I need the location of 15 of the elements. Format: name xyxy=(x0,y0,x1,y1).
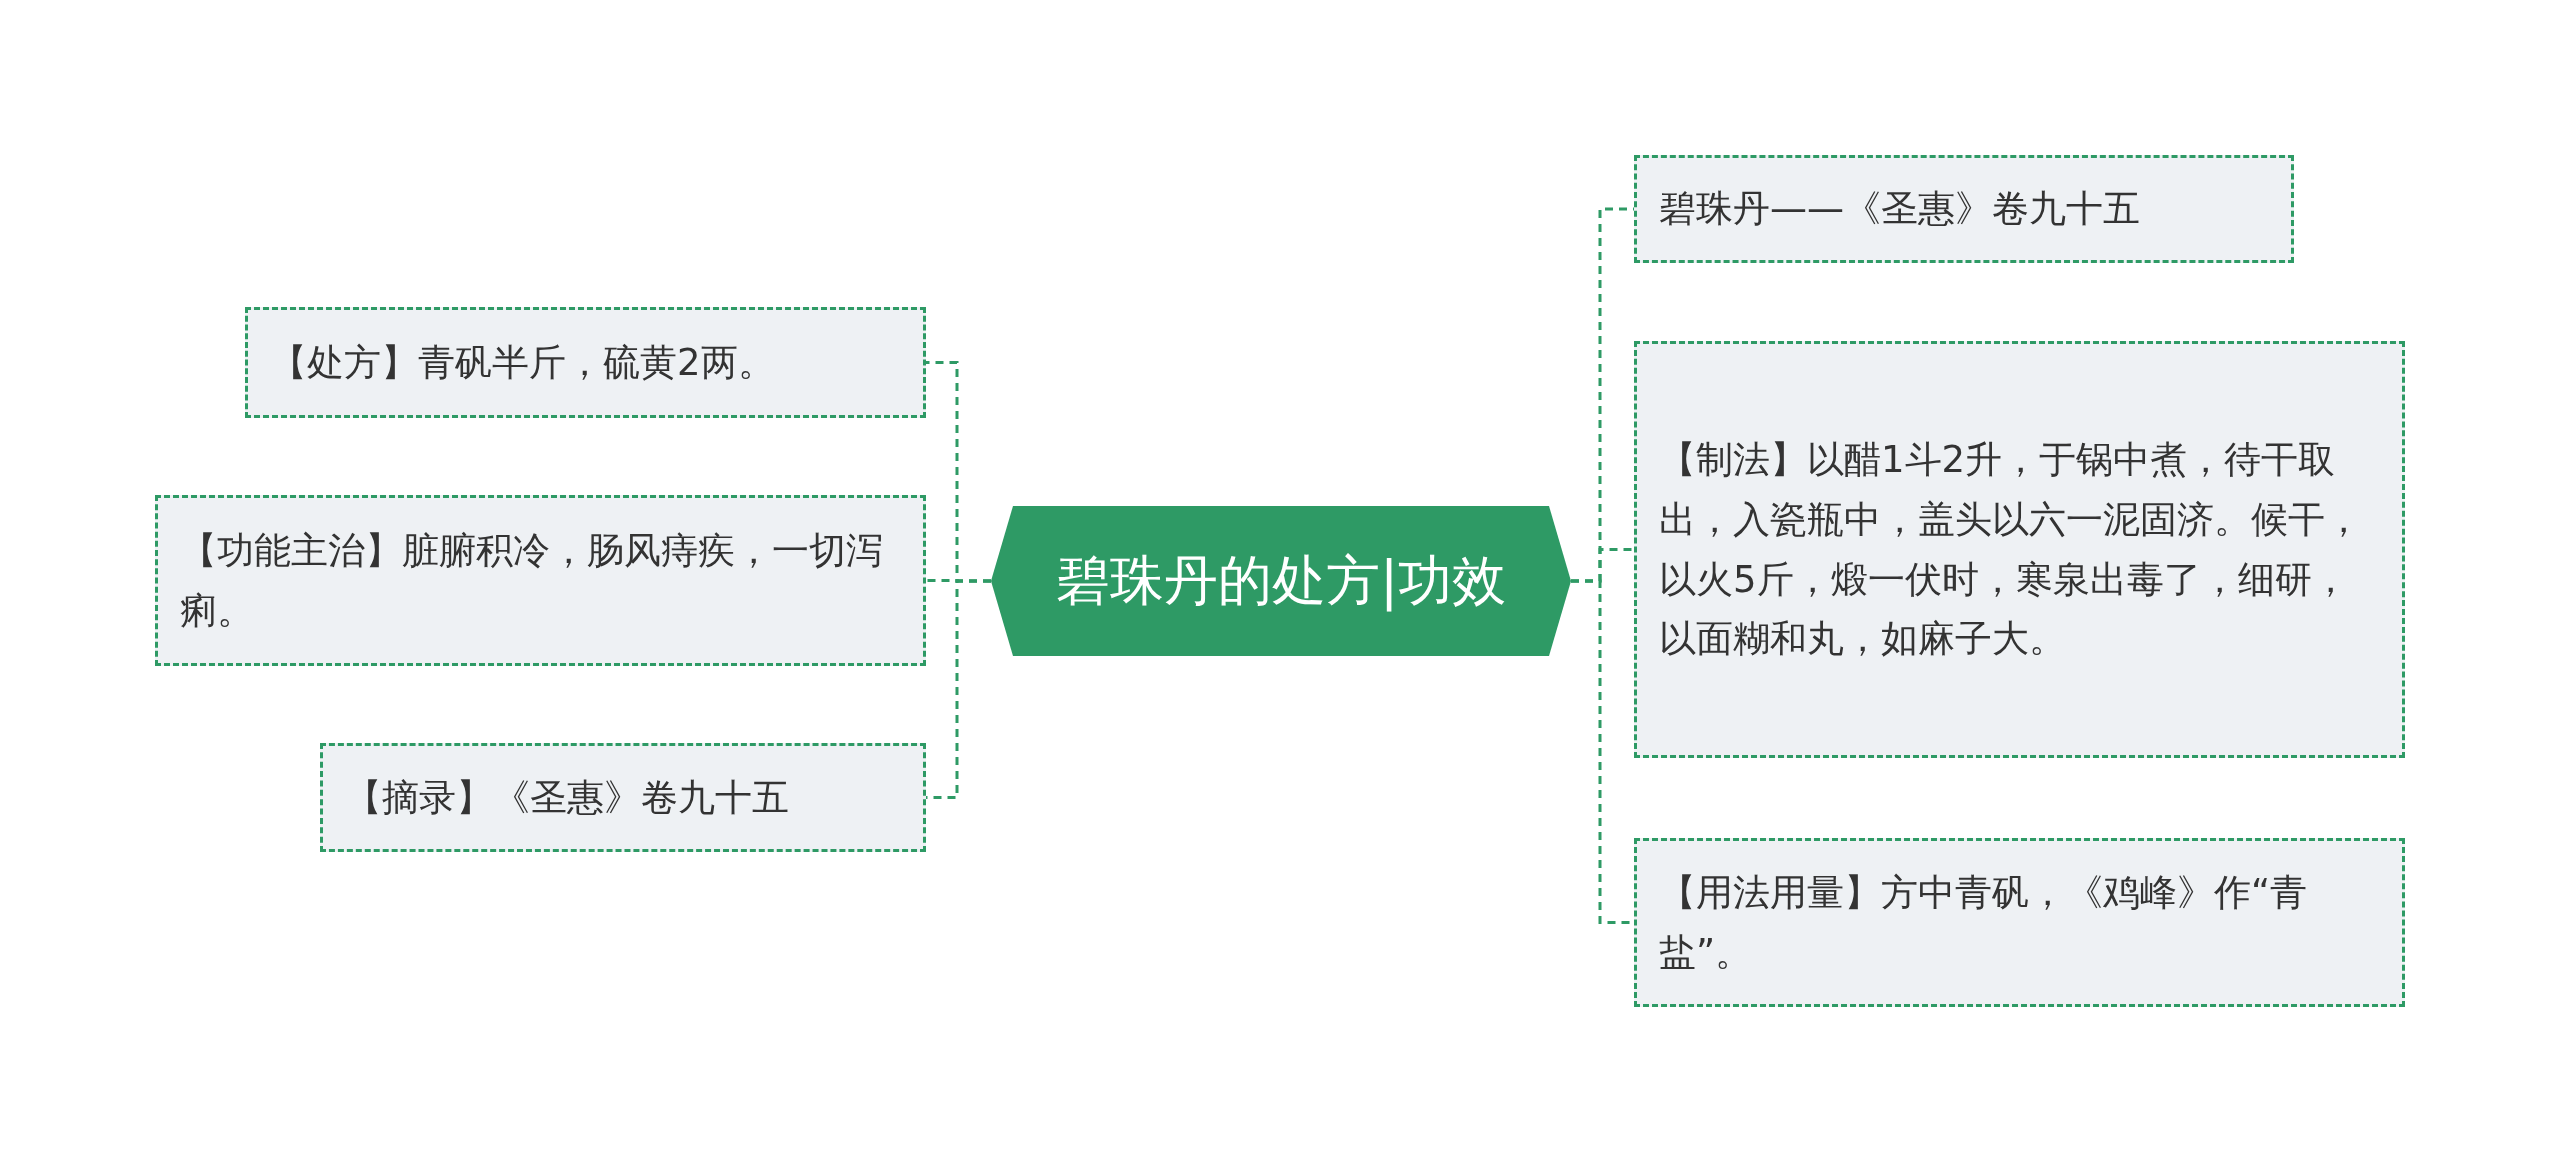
topic-box xyxy=(320,743,926,852)
topic-box xyxy=(245,307,926,418)
topic-text: 【制法】以醋1斗2升，于锅中煮，待干取出，入瓷瓶中，盖头以六一泥固济。候干，以火5斤，煅一伏时，寒泉出毒了，细研，以面糊和丸，如麻子大。 xyxy=(1659,436,2363,663)
topic-text: 【功能主治】脏腑积冷，肠风痔疾，一切泻痢。 xyxy=(180,527,884,634)
topic-box xyxy=(155,495,926,666)
connector-line xyxy=(926,579,991,799)
topic-box xyxy=(1634,155,2294,263)
topic-box xyxy=(1634,838,2405,1007)
central-topic-hexagon xyxy=(991,506,1571,656)
topic-text: 【用法用量】方中青矾，《鸡峰》作“青盐”。 xyxy=(1659,869,2309,976)
topic-text: 【处方】青矾半斤，硫黄2两。 xyxy=(270,339,775,386)
topic-text: 碧珠丹的处方|功效 xyxy=(1055,547,1507,614)
topic-box xyxy=(1634,341,2405,758)
topic-text: 碧珠丹——《圣惠》卷九十五 xyxy=(1659,186,2140,233)
topic-text: 【摘录】《圣惠》卷九十五 xyxy=(345,774,789,821)
